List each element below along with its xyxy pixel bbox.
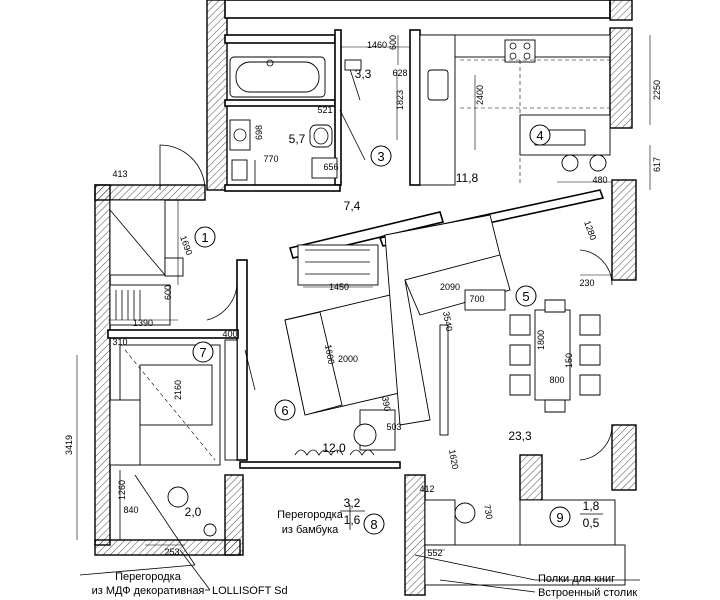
- dim-412: 412: [419, 484, 434, 494]
- dim-390: 390: [380, 396, 392, 413]
- dim-2000: 2000: [338, 354, 358, 364]
- annotation-labels: Перегородка из бамбука Перегородка из МД…: [92, 509, 638, 599]
- area-kitchen: 11,8: [456, 171, 479, 185]
- living-furniture: [384, 214, 613, 461]
- area-wc: 5,7: [289, 132, 306, 146]
- label-partition-mdf-1: Перегородка: [115, 571, 182, 583]
- dim-730: 730: [482, 504, 494, 521]
- dim-1690: 1690: [178, 234, 194, 256]
- area-loggia-a: 3,2: [344, 496, 361, 510]
- dim-552: 552: [427, 548, 442, 558]
- area-wardrobe: 2,0: [185, 505, 202, 519]
- room-9-number: 9: [556, 510, 563, 525]
- bath-fixtures: [229, 56, 366, 185]
- dim-2400: 2400: [475, 85, 485, 105]
- label-partition-mdf-2: из МДФ декоративная: [92, 585, 205, 597]
- room-5-number: 5: [522, 289, 529, 304]
- dim-310: 310: [112, 337, 127, 347]
- area-loggia-b: 1,6: [344, 513, 361, 527]
- dimension-labels: 1460 600 628 1823 2400 521 698 656 770 2…: [64, 35, 662, 558]
- dim-1450: 1450: [329, 282, 349, 292]
- dim-1823: 1823: [395, 90, 405, 110]
- dim-1600: 1600: [323, 344, 336, 365]
- dimension-lines: [76, 35, 651, 551]
- dim-628: 628: [392, 68, 407, 78]
- dim-1280: 1280: [582, 219, 598, 241]
- label-shelves: Полки для книг: [538, 573, 615, 585]
- room-4-number: 4: [536, 128, 543, 143]
- area-bedroom: 12,0: [322, 441, 346, 455]
- area-bath: 3,3: [355, 67, 372, 81]
- dining-chairs: [509, 299, 601, 413]
- dim-617: 617: [652, 157, 662, 172]
- dim-413: 413: [112, 169, 127, 179]
- label-partition-bamboo-2: из бамбука: [282, 524, 339, 536]
- dim-1620: 1620: [447, 449, 460, 470]
- dim-2250: 2250: [652, 80, 662, 100]
- room-numbers: 1 3 4 5 6 7 8 9: [192, 124, 571, 535]
- dim-600a: 600: [388, 35, 398, 50]
- room-7-number: 7: [199, 345, 206, 360]
- dim-1390: 1390: [133, 318, 153, 328]
- kitchen-furniture: [419, 34, 611, 186]
- area-hall: 7,4: [344, 199, 361, 213]
- dim-600b: 600: [163, 285, 173, 300]
- dim-770: 770: [263, 154, 278, 164]
- dim-503: 503: [386, 422, 401, 432]
- dim-150: 150: [564, 353, 574, 368]
- area-balcony-a: 1,8: [583, 499, 600, 513]
- dim-2090: 2090: [440, 282, 460, 292]
- dim-840: 840: [123, 505, 138, 515]
- dim-3540: 3540: [441, 311, 454, 332]
- dim-3419: 3419: [64, 435, 74, 455]
- dim-698: 698: [254, 125, 264, 140]
- dim-656: 656: [323, 162, 338, 172]
- dim-2160: 2160: [173, 380, 183, 400]
- dim-480: 480: [592, 175, 607, 185]
- dim-400: 400: [222, 329, 237, 339]
- dim-800: 800: [549, 375, 564, 385]
- room-3-number: 3: [377, 149, 384, 164]
- room-1-number: 1: [201, 230, 208, 245]
- room-8-number: 8: [370, 517, 377, 532]
- bedroom-furniture: [206, 244, 413, 456]
- dim-1260: 1260: [117, 480, 127, 500]
- dim-253: 253: [164, 547, 179, 557]
- dim-1460: 1460: [367, 40, 387, 50]
- area-balcony-b: 0,5: [583, 516, 600, 530]
- room-areas: 3,3 5,7 11,8 7,4 23,3 12,0 2,0 3,2 1,6 1…: [185, 67, 603, 530]
- dim-230: 230: [579, 278, 594, 288]
- room-6-number: 6: [281, 403, 288, 418]
- wardrobe-loggia: [109, 339, 626, 586]
- label-lollisoft: LOLLISOFT Sd: [212, 585, 288, 597]
- dim-700: 700: [469, 294, 484, 304]
- label-partition-bamboo-1: Перегородка: [277, 509, 344, 521]
- leader-lines: [79, 474, 640, 593]
- area-living: 23,3: [508, 429, 532, 443]
- dim-521: 521: [317, 105, 332, 115]
- label-builtin-table: Встроенный столик: [538, 587, 637, 599]
- hall-furniture: [109, 144, 206, 326]
- dim-1800: 1800: [536, 330, 546, 350]
